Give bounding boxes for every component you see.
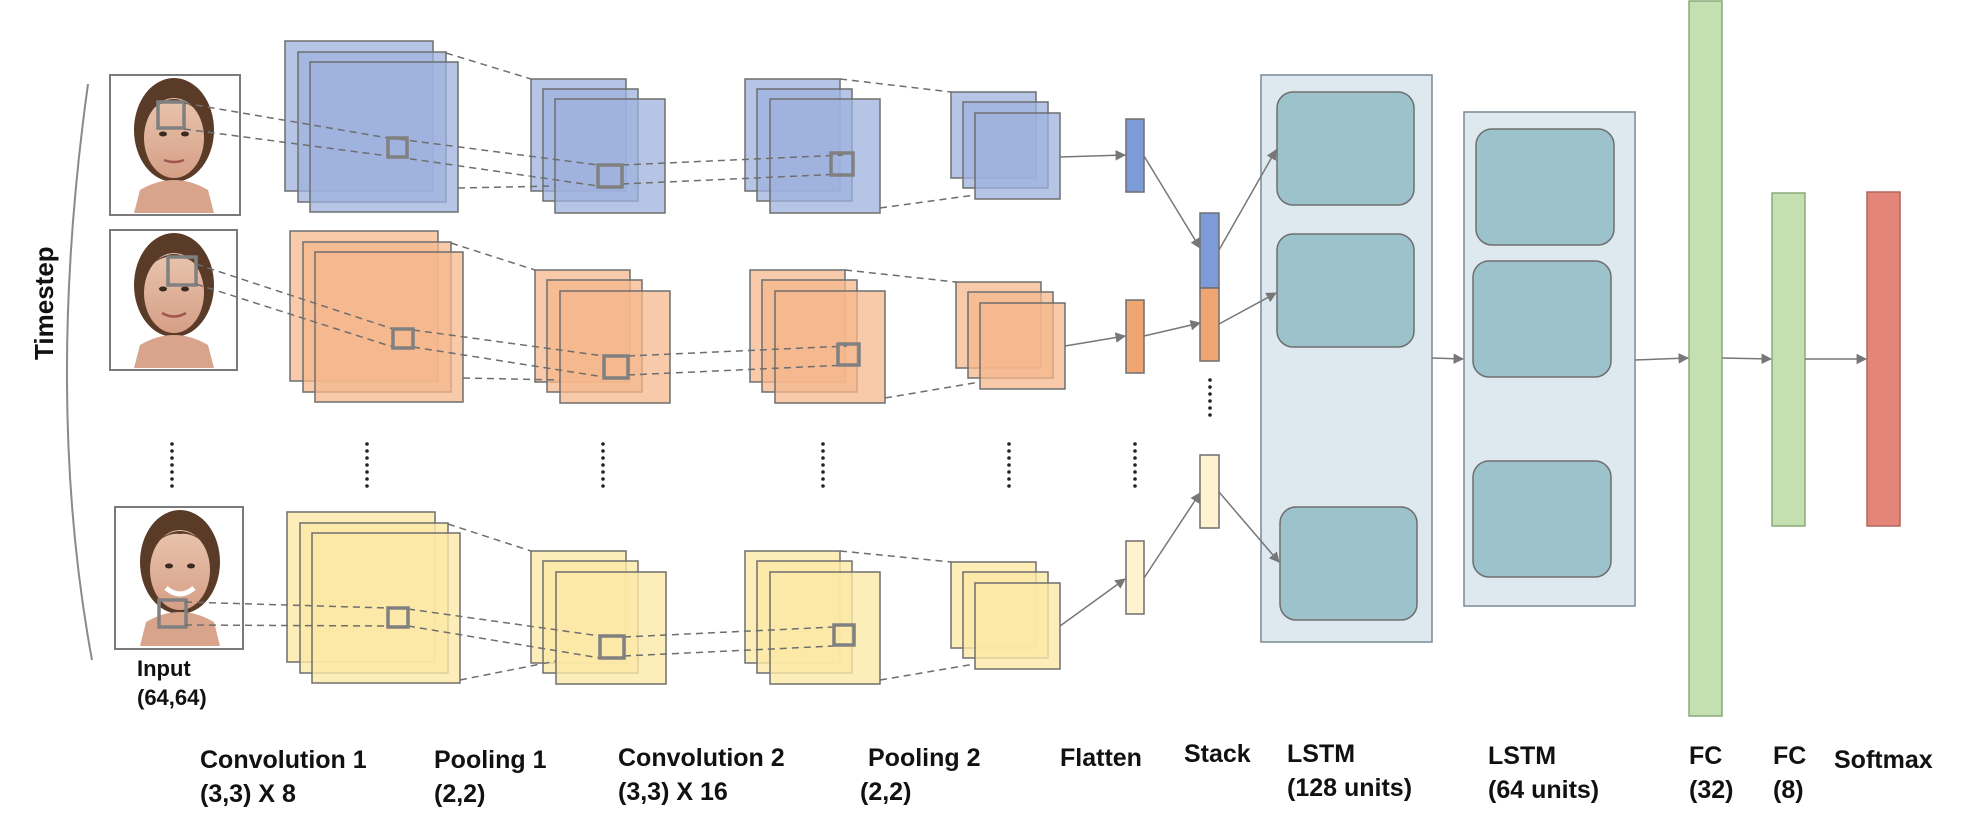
- timestep-label: Timestep: [29, 246, 59, 360]
- flatten-vectors: [1125, 118, 1145, 615]
- row-2-receptive-field-lines: [195, 242, 981, 399]
- row-1-receptive-field-lines: [183, 52, 976, 209]
- input-image-row-3: [114, 506, 244, 650]
- layer-detail-conv2: (3,3) X 16: [618, 778, 728, 806]
- layer-detail-pool2: (2,2): [860, 778, 912, 806]
- lstm-128-block: [1260, 74, 1433, 643]
- timestep-bracket: [65, 83, 93, 661]
- layer-name-fc-8: FC: [1773, 742, 1807, 770]
- layer-detail-pool1: (2,2): [434, 780, 486, 808]
- input-label: Input: [137, 656, 191, 681]
- row-1-kernel-boxes: [386, 136, 855, 189]
- layer-name-lstm-128: LSTM: [1287, 740, 1356, 768]
- input-size-label: (64,64): [137, 685, 207, 710]
- input-image-row-1: [109, 74, 241, 216]
- fc-8-bar: [1771, 192, 1806, 527]
- row-2-feature-maps: [289, 230, 1066, 404]
- layer-name-conv2: Convolution 2: [618, 744, 785, 772]
- connection-arrows: [1059, 149, 1868, 627]
- softmax-bar: [1866, 191, 1901, 527]
- row-2-kernel-boxes: [391, 327, 861, 380]
- layer-name-softmax: Softmax: [1834, 746, 1933, 774]
- row-1-feature-maps: [284, 40, 1061, 214]
- layer-name-conv1: Convolution 1: [200, 746, 367, 774]
- fc-32-bar: [1688, 0, 1723, 717]
- layer-name-flatten: Flatten: [1060, 744, 1142, 772]
- lstm-64-block: [1463, 111, 1636, 607]
- stack-vector: [1199, 212, 1220, 529]
- layer-name-stack: Stack: [1184, 740, 1251, 768]
- layer-detail-lstm-64: (64 units): [1488, 776, 1600, 804]
- layer-name-pool2: Pooling 2: [868, 744, 981, 772]
- layer-name-fc-32: FC: [1689, 742, 1723, 770]
- input-image-row-2: [109, 229, 238, 371]
- row-3-receptive-field-lines: [184, 523, 976, 681]
- row-3-kernel-boxes: [386, 606, 856, 660]
- layer-name-pool1: Pooling 1: [434, 746, 547, 774]
- layer-detail-fc-32: (32): [1689, 776, 1734, 804]
- layer-detail-conv1: (3,3) X 8: [200, 780, 296, 808]
- layer-name-lstm-64: LSTM: [1488, 742, 1557, 770]
- layer-detail-lstm-128: (128 units): [1287, 774, 1413, 802]
- row-3-feature-maps: [286, 511, 1061, 685]
- layer-detail-fc-8: (8): [1773, 776, 1804, 804]
